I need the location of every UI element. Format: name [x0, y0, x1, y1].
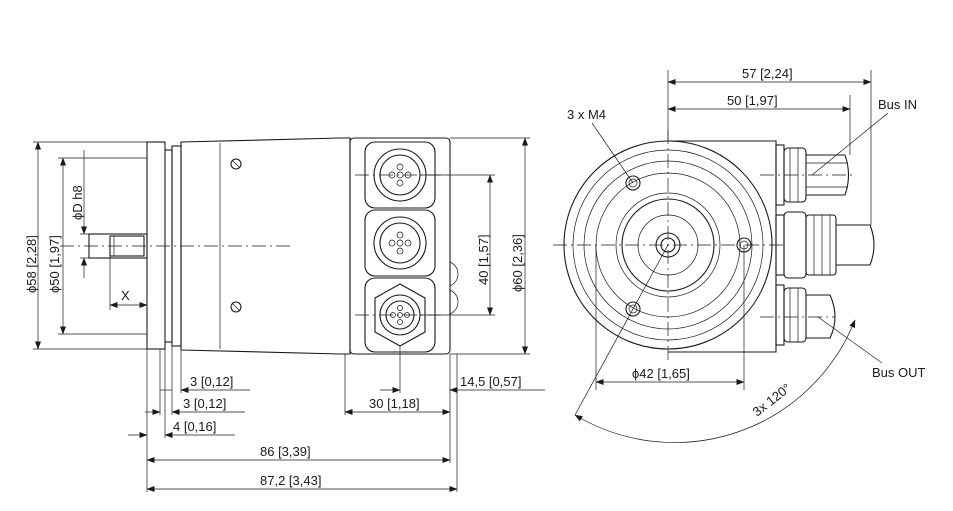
label-angle: 3x 120° [750, 380, 794, 419]
label-bus-in: Bus IN [878, 97, 917, 112]
gland-bus-in [775, 144, 850, 206]
dim-dia-42: ϕ42 [1,65] [632, 366, 690, 381]
dim-dia-shaft: ϕD h8 [70, 185, 85, 220]
screw-bottom [230, 301, 242, 313]
front-view: 57 [2,24] 50 [1,97] 3 x M4 Bus IN Bus OU… [553, 66, 926, 443]
label-thread: 3 x M4 [567, 107, 606, 122]
dim-4: 4 [0,16] [173, 419, 216, 434]
screw-hole-top [625, 175, 641, 191]
dim-dia-50: ϕ50 [1,97] [47, 235, 62, 293]
flange [146, 141, 166, 350]
dim-57: 57 [2,24] [742, 66, 793, 81]
connector-2 [373, 216, 427, 270]
dim-x: X [121, 288, 130, 303]
dim-87-2: 87,2 [3,43] [260, 473, 321, 488]
gland-middle [775, 211, 875, 279]
label-bus-out: Bus OUT [872, 365, 926, 380]
dim-50-front: 50 [1,97] [727, 93, 778, 108]
side-view: ϕ58 [2,28] ϕ50 [1,97] ϕD h8 X 40 [1,57] … [24, 137, 545, 492]
dim-3a: 3 [0,12] [190, 374, 233, 389]
screw-hole-bottom [625, 301, 641, 317]
dim-3b: 3 [0,12] [183, 396, 226, 411]
screw-top [230, 158, 242, 170]
dim-14-5: 14,5 [0,57] [460, 374, 521, 389]
dim-86: 86 [3,39] [260, 444, 311, 459]
dim-40: 40 [1,57] [476, 234, 491, 285]
gland-bus-out [775, 284, 836, 346]
dim-dia-58: ϕ58 [2,28] [24, 235, 39, 293]
dim-dia-60: ϕ60 [2,36] [510, 234, 525, 292]
dim-30: 30 [1,18] [369, 396, 420, 411]
